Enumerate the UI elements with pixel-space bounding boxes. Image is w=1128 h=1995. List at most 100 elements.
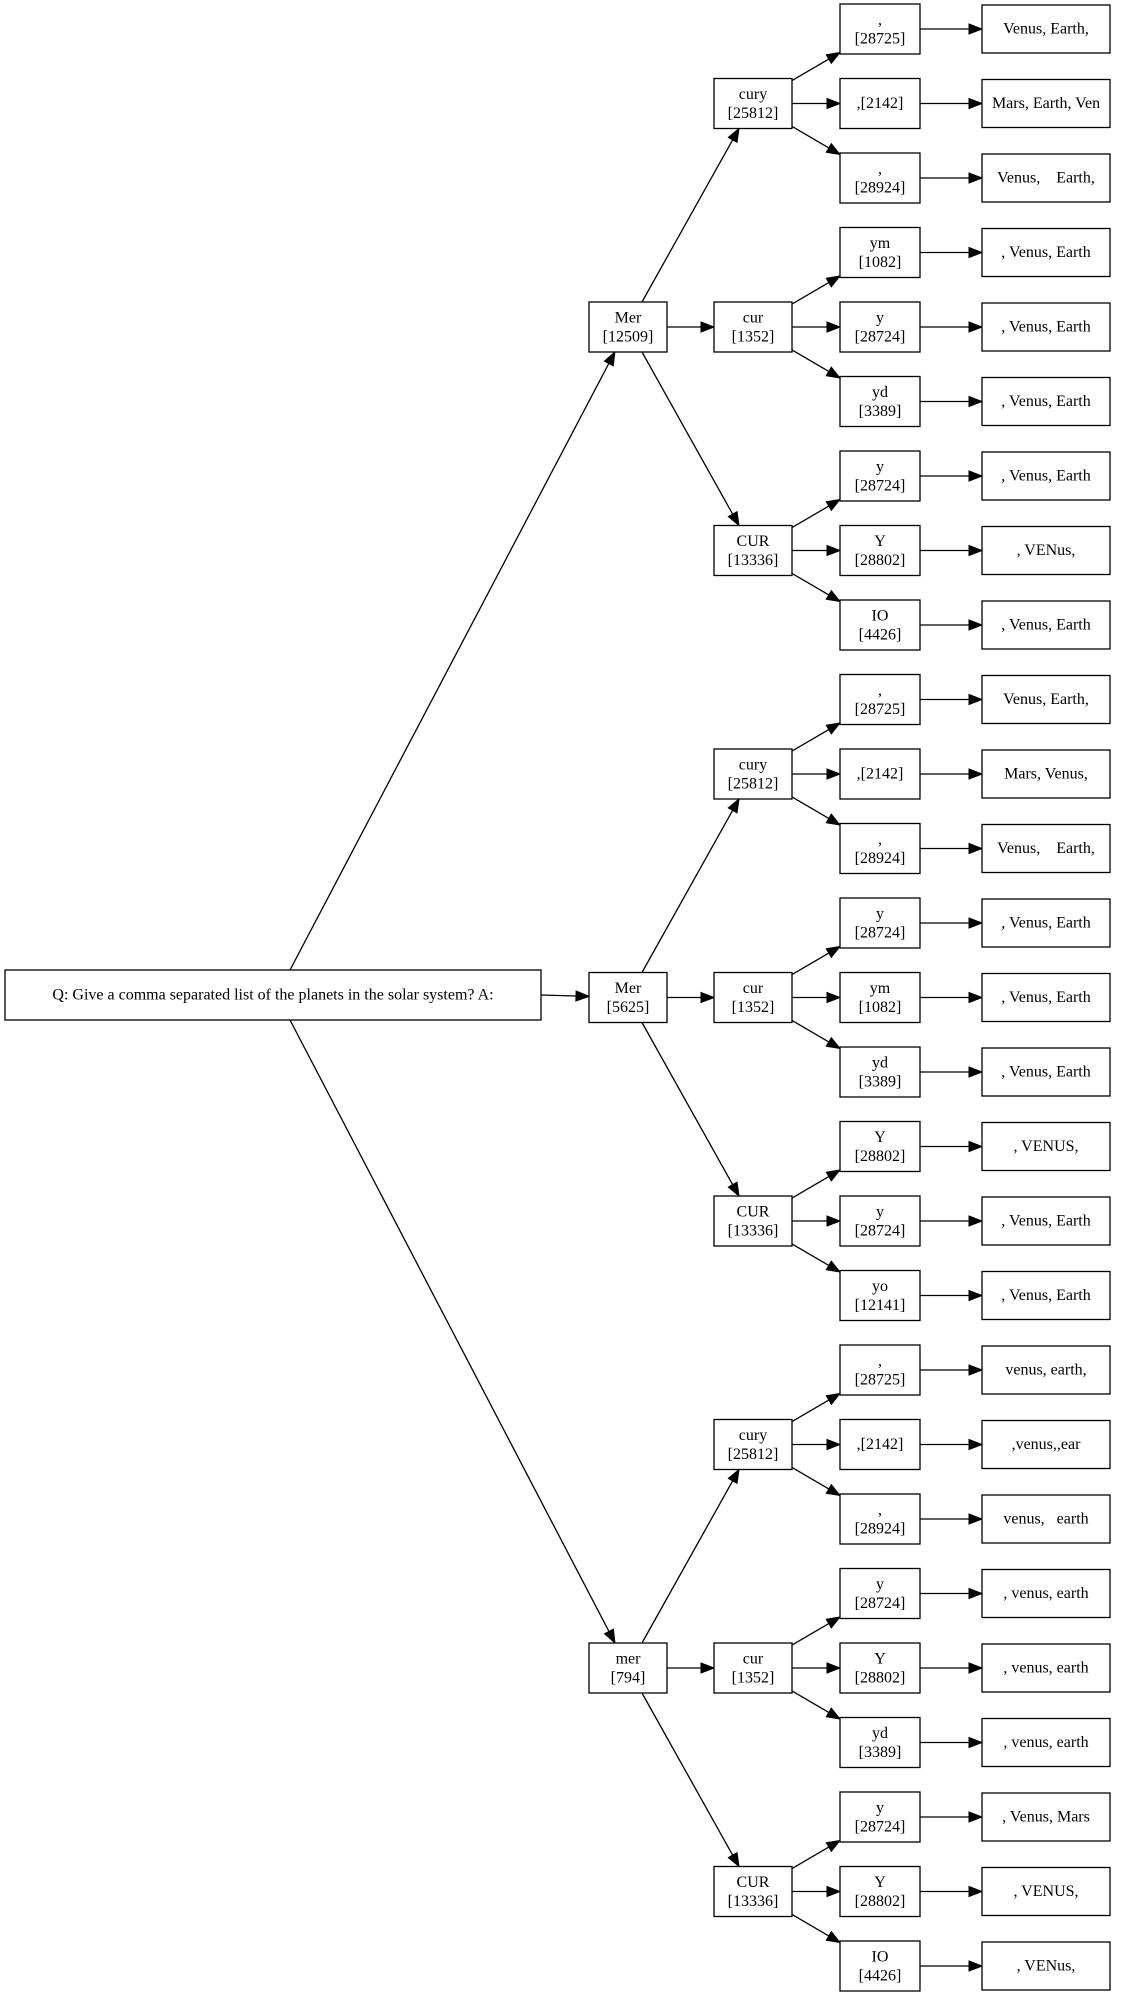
completion-text: , Venus, Earth — [1001, 319, 1090, 336]
level3-token-id: [28725] — [855, 701, 906, 718]
level3-node — [839, 1344, 921, 1396]
edge-line — [791, 1913, 830, 1937]
edge-line — [791, 58, 830, 82]
level2-token-id: [13336] — [728, 1893, 779, 1910]
completion-node — [981, 898, 1111, 948]
level2-token-id: [1352] — [732, 1670, 775, 1687]
node-layer: Q: Give a comma separated list of the pl… — [4, 3, 1111, 1992]
edge-arrowhead — [968, 246, 984, 259]
completion-node — [981, 823, 1111, 874]
level3-token-label: yd — [872, 1055, 888, 1072]
edge-arrowhead — [727, 797, 740, 814]
level3-token-label: , — [878, 161, 882, 178]
level3-token-label: ,[2142] — [857, 95, 904, 112]
level1-token-id: [794] — [611, 1670, 646, 1687]
edge-arrowhead — [968, 23, 984, 35]
edge-arrowhead — [826, 97, 842, 110]
level3-node — [839, 1567, 921, 1620]
level3-node — [839, 375, 921, 428]
edge-arrowhead — [968, 1885, 984, 1898]
edge-arrowhead — [825, 1839, 842, 1853]
completion-text: , venus, earth — [1003, 1660, 1088, 1677]
level3-node — [839, 77, 921, 130]
level2-token-id: [1352] — [732, 999, 775, 1016]
completion-text: , Venus, Earth — [1001, 1213, 1090, 1230]
level3-token-label: Y — [874, 1129, 886, 1146]
completion-text: , Venus, Earth — [1001, 244, 1090, 261]
edge-arrowhead — [968, 917, 984, 929]
level2-token-id: [25812] — [728, 776, 779, 793]
edge-line — [641, 1692, 734, 1856]
edge-arrowhead — [825, 722, 842, 735]
edge-layer — [289, 23, 984, 1972]
level2-token-label: cury — [739, 1427, 767, 1444]
level3-token-label: yd — [872, 384, 888, 401]
edge-line — [289, 363, 610, 971]
edge-arrowhead — [825, 366, 842, 379]
level3-token-label: Y — [874, 533, 886, 550]
level2-node — [713, 1642, 793, 1694]
edge-arrowhead — [968, 321, 984, 333]
level3-token-id: [28725] — [855, 31, 906, 48]
level3-token-id: [28724] — [855, 925, 906, 942]
level3-token-label: Y — [874, 1651, 886, 1668]
edge-arrowhead — [603, 1628, 616, 1645]
level3-token-label: IO — [872, 608, 889, 625]
level3-node — [839, 301, 921, 353]
edge-arrowhead — [968, 1215, 984, 1227]
level2-token-id: [25812] — [728, 1446, 779, 1463]
level3-token-label: y — [876, 310, 884, 327]
level3-token-id: [28724] — [855, 478, 906, 495]
level3-token-id: [28724] — [855, 329, 906, 346]
edge-arrowhead — [826, 1885, 842, 1898]
level3-node — [839, 1716, 921, 1769]
level3-token-label: y — [876, 906, 884, 923]
level3-token-id: [28724] — [855, 1595, 906, 1612]
completion-text: , VENUS, — [1013, 1138, 1078, 1155]
level3-node — [839, 450, 921, 502]
edge-arrowhead — [968, 1960, 984, 1972]
edge-arrowhead — [727, 1851, 740, 1868]
level3-node — [839, 1940, 921, 1992]
completion-node — [981, 302, 1111, 352]
edge-arrowhead — [825, 142, 842, 156]
edge-line — [791, 1846, 830, 1870]
level3-node — [839, 524, 921, 577]
edge-arrowhead — [825, 1392, 842, 1406]
edge-arrowhead — [825, 498, 842, 512]
completion-text: , venus, earth — [1003, 1734, 1088, 1751]
edge-arrowhead — [825, 589, 842, 603]
level3-token-id: [28924] — [855, 180, 906, 197]
level3-token-id: [28802] — [855, 552, 906, 569]
completion-node — [981, 153, 1111, 203]
completion-node — [981, 1717, 1111, 1768]
level3-token-id: [28802] — [855, 1670, 906, 1687]
level3-token-label: Y — [874, 1874, 886, 1891]
edge-arrowhead — [968, 172, 984, 184]
completion-text: , Venus, Earth — [1001, 1064, 1090, 1081]
level3-node — [839, 1642, 921, 1694]
level3-token-label: ,[2142] — [857, 766, 904, 783]
completion-node — [981, 525, 1111, 576]
level3-node — [839, 971, 921, 1024]
level3-node — [839, 1418, 921, 1471]
level1-node — [588, 971, 668, 1024]
level3-token-id: [3389] — [859, 403, 902, 420]
completion-text: , venus, earth — [1003, 1585, 1088, 1602]
completion-text: Venus, Earth, — [997, 170, 1095, 187]
edge-line — [641, 351, 734, 515]
level3-node — [839, 1865, 921, 1918]
level3-node — [839, 1120, 921, 1173]
completion-node — [981, 749, 1111, 799]
completion-node — [981, 376, 1111, 427]
completion-node — [981, 1047, 1111, 1097]
completion-text: , Venus, Earth — [1001, 989, 1090, 1006]
level3-node — [839, 1269, 921, 1322]
edge-arrowhead — [968, 395, 984, 408]
completion-text: , Venus, Earth — [1001, 1287, 1090, 1304]
completion-node — [981, 1568, 1111, 1619]
completion-node — [981, 451, 1111, 501]
level1-token-id: [5625] — [607, 999, 650, 1016]
edge-arrowhead — [575, 990, 591, 1002]
level3-token-label: yd — [872, 1725, 888, 1742]
